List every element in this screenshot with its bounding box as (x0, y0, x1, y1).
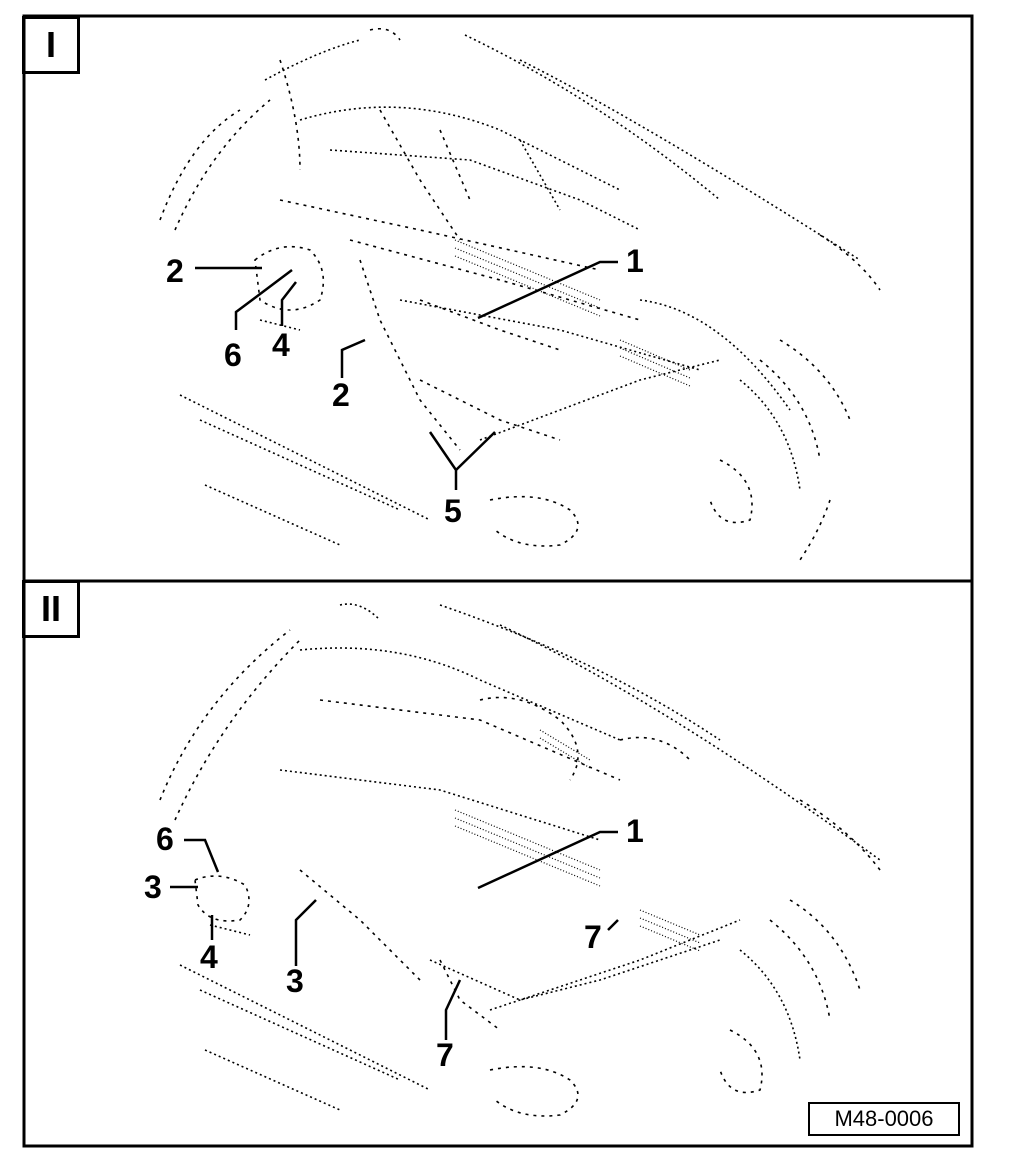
panel-i-callouts: 2 6 4 1 2 5 (166, 243, 644, 529)
callout-i-5: 5 (444, 493, 462, 529)
panel-i-leaders (195, 260, 618, 490)
callout-ii-1: 1 (626, 813, 644, 849)
panel-ii-border (22, 579, 974, 1148)
callout-i-6: 6 (224, 337, 242, 373)
callout-i-2-center: 2 (332, 377, 350, 413)
callout-ii-3-center: 3 (286, 963, 304, 999)
callout-ii-6: 6 (156, 821, 174, 857)
callout-ii-7-bottom: 7 (436, 1037, 454, 1073)
panel-i-border (22, 14, 974, 583)
panel-ii-callouts: 6 3 4 3 1 7 7 (144, 813, 644, 1073)
reference-code: M48-0006 (808, 1102, 960, 1136)
panel-i-sketch (159, 27, 881, 561)
callout-i-2-left: 2 (166, 253, 184, 289)
callout-ii-4: 4 (200, 939, 218, 975)
callout-i-1: 1 (626, 243, 644, 279)
callout-ii-3-left: 3 (144, 869, 162, 905)
panel-ii-sketch (159, 603, 881, 1117)
callout-i-4: 4 (272, 327, 290, 363)
panel-ii-leaders (170, 830, 619, 1040)
callout-ii-7-right: 7 (584, 919, 602, 955)
